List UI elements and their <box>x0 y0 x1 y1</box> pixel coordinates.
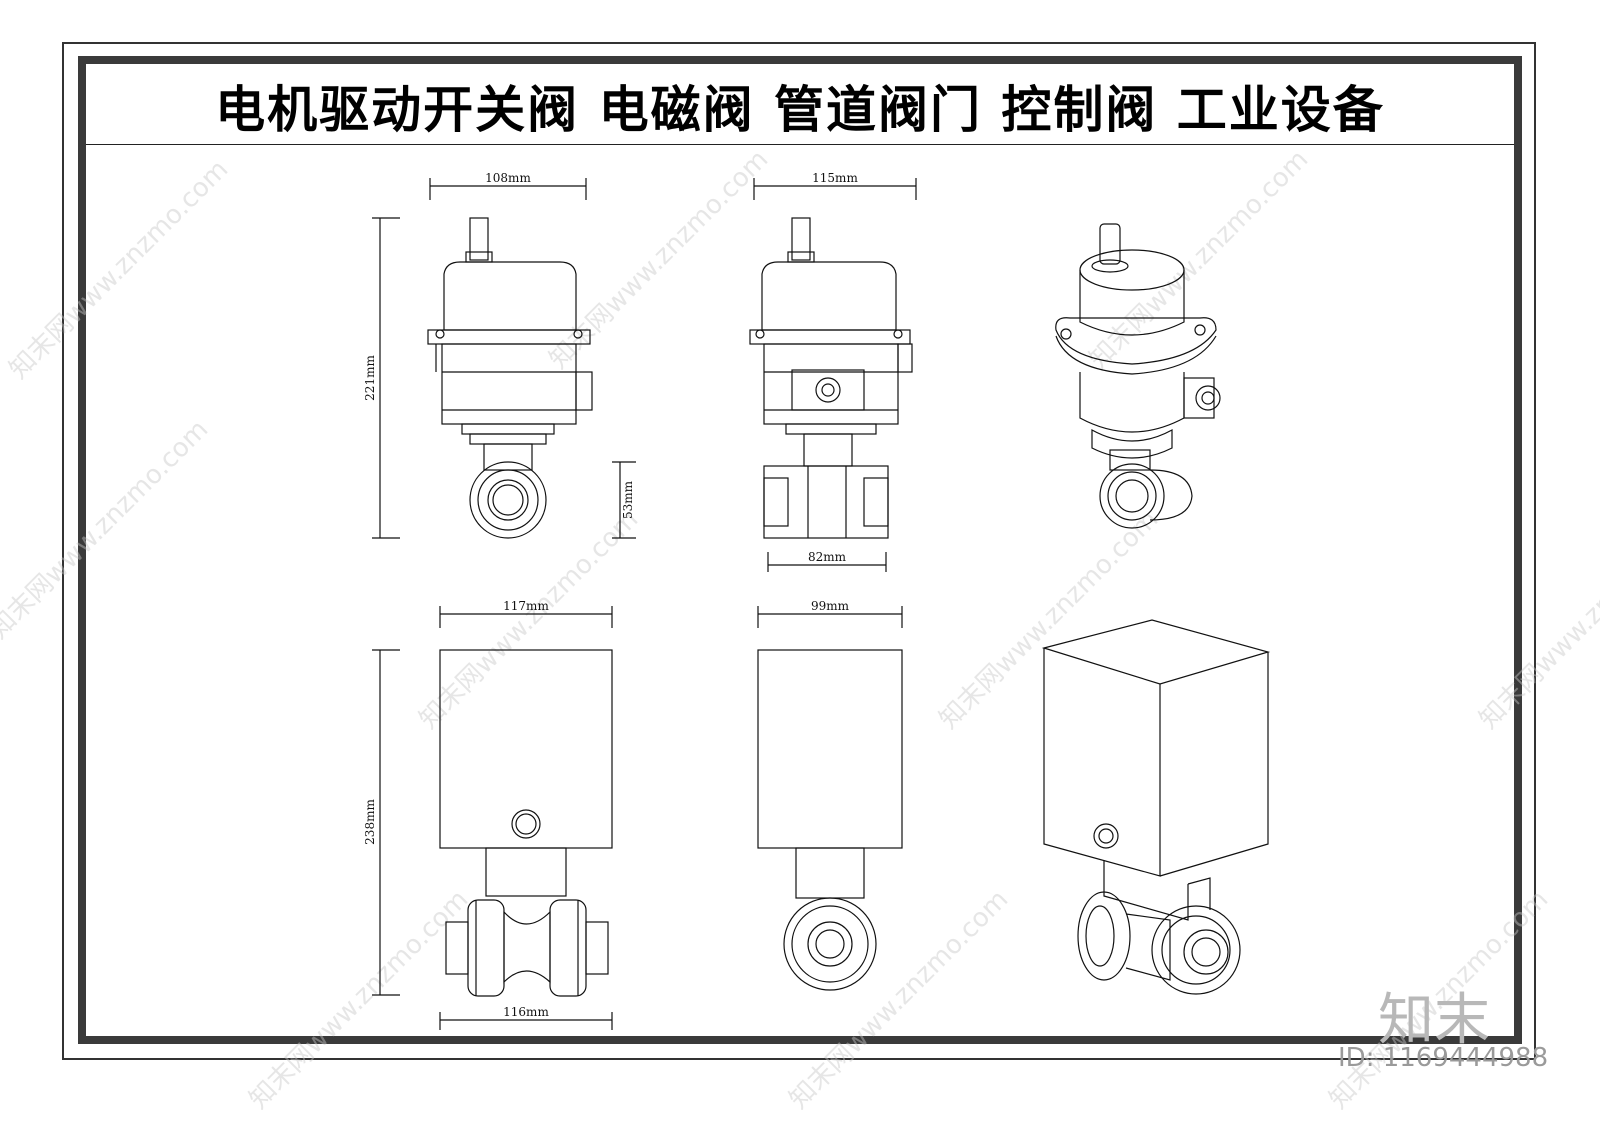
watermark-7: 知末网www.znzmo.com <box>1474 504 1600 735</box>
outer-frame <box>62 42 1536 1060</box>
dimension-labels: 108mm 221mm 115mm 53mm 82mm 117mm 238mm … <box>363 171 858 1019</box>
valve-front-view-top <box>372 178 593 539</box>
valve-front-view-bottom <box>372 606 613 1030</box>
watermark-6: 知末网www.znzmo.com <box>934 504 1165 735</box>
watermark-2: 知末网www.znzmo.com <box>544 144 775 375</box>
watermark-8: 知末网www.znzmo.com <box>244 884 475 1115</box>
dim-top-front-height: 221mm <box>363 355 377 401</box>
watermark-5: 知末网www.znzmo.com <box>414 504 645 735</box>
valve-side-view-top <box>612 178 917 572</box>
drawing-title: 电机驱动开关阀 电磁阀 管道阀门 控制阀 工业设备 <box>215 81 1385 139</box>
dim-bottom-front-height: 238mm <box>363 799 377 845</box>
inner-frame <box>78 56 1522 1044</box>
dim-bottom-front-body-width: 116mm <box>503 1005 549 1019</box>
dim-top-side-body-width: 82mm <box>808 550 847 564</box>
valve-isometric-view-top <box>1055 223 1221 529</box>
brand-logo: 知末 <box>1378 988 1490 1053</box>
watermark-3: 知末网www.znzmo.com <box>1084 144 1315 375</box>
dim-bottom-side-width: 99mm <box>811 599 850 613</box>
dim-top-front-width: 108mm <box>485 171 531 185</box>
title-bar: 电机驱动开关阀 电磁阀 管道阀门 控制阀 工业设备 <box>86 64 1514 145</box>
dim-bottom-front-width: 117mm <box>503 599 549 613</box>
dim-top-side-width: 115mm <box>812 171 858 185</box>
valve-isometric-view-bottom <box>1041 619 1271 995</box>
dim-top-side-body-height: 53mm <box>621 480 635 519</box>
image-id-label: ID: 1169444988 <box>1338 1043 1549 1073</box>
watermark-4: 知末网www.znzmo.com <box>0 414 214 645</box>
watermarks: 知末网www.znzmo.com 知末网www.znzmo.com 知末网www… <box>0 144 1600 1115</box>
valve-side-view-bottom <box>757 606 903 991</box>
watermark-9: 知末网www.znzmo.com <box>784 884 1015 1115</box>
watermark-1: 知末网www.znzmo.com <box>4 154 235 385</box>
